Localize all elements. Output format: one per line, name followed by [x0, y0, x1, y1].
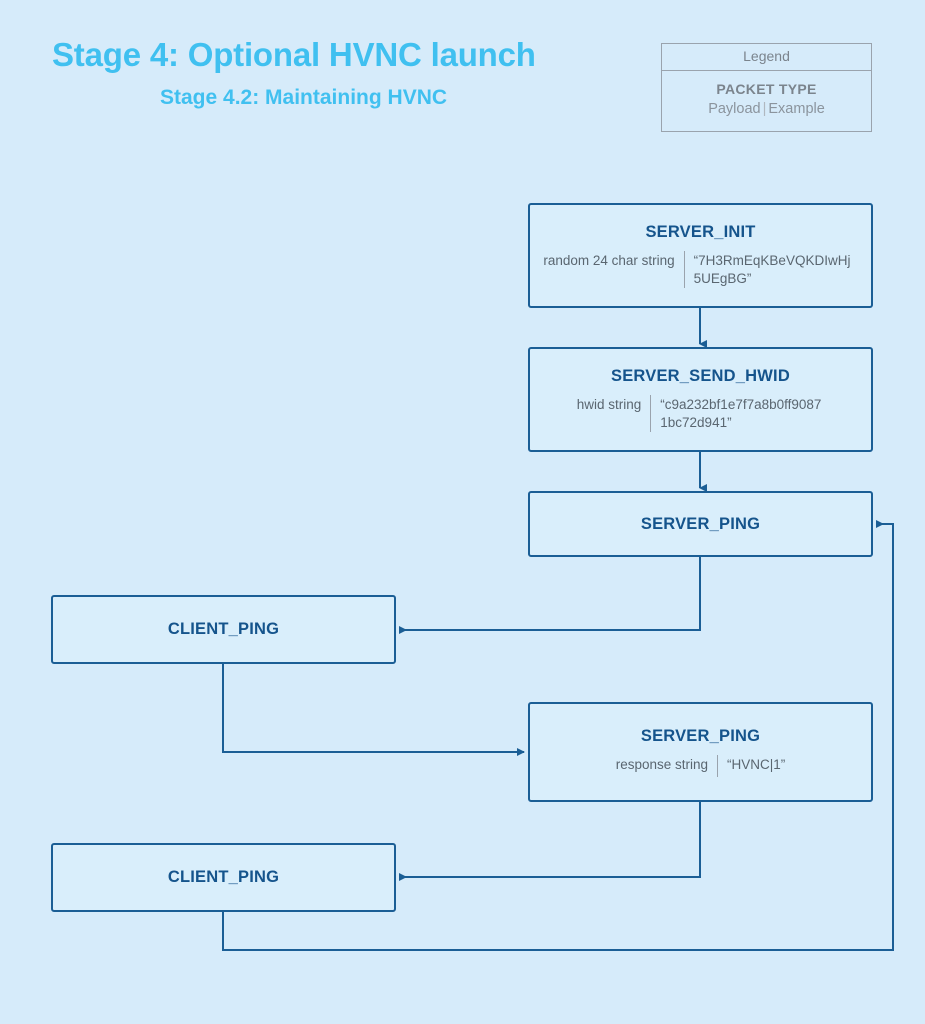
legend-separator: | — [762, 101, 767, 118]
payload-example: “HVNC|1” — [727, 757, 786, 772]
payload-example: “c9a232bf1e7f7a8b0ff90871bc72d941” — [660, 396, 822, 430]
payload-divider — [650, 394, 652, 433]
legend-packet-type: PACKET TYPE — [716, 81, 817, 98]
node-title: CLIENT_PING — [167, 620, 280, 638]
legend-payload-label: Payload — [708, 101, 761, 118]
payload-label: random 24 char string — [543, 252, 675, 268]
edge-server-ping-to-client-ping — [399, 557, 701, 634]
node-server-ping-1[interactable]: SERVER_PING — [528, 491, 873, 557]
node-client-ping-1[interactable]: CLIENT_PING — [51, 595, 396, 664]
node-payload: hwid string “c9a232bf1e7f7a8b0ff90871bc7… — [530, 394, 871, 433]
node-payload: random 24 char string “7H3RmEqKBeVQKDIwH… — [530, 250, 871, 289]
legend-payload-row: Payload|Example — [662, 99, 871, 119]
edge-loop-back-to-server-ping — [222, 520, 894, 951]
node-client-ping-2[interactable]: CLIENT_PING — [51, 843, 396, 912]
node-title: SERVER_PING — [640, 727, 761, 745]
payload-divider — [717, 755, 719, 777]
edge-client-ping-to-server-ping-response — [222, 664, 525, 756]
node-title: SERVER_SEND_HWID — [611, 366, 790, 385]
legend: Legend PACKET TYPE Payload|Example — [661, 43, 872, 132]
legend-body: PACKET TYPE Payload|Example — [662, 71, 871, 130]
node-title: SERVER_INIT — [645, 222, 756, 241]
payload-example: “7H3RmEqKBeVQKDIwHj5UEgBG” — [693, 252, 851, 286]
page-subtitle: Stage 4.2: Maintaining HVNC — [160, 86, 448, 109]
payload-label: response string — [615, 757, 709, 772]
legend-header: Legend — [662, 44, 871, 72]
node-server-send-hwid[interactable]: SERVER_SEND_HWID hwid string “c9a232bf1e… — [528, 347, 873, 452]
node-payload: response string “HVNC|1” — [530, 755, 871, 777]
legend-example-label: Example — [768, 101, 825, 118]
node-title: SERVER_PING — [640, 514, 761, 533]
node-server-init[interactable]: SERVER_INIT random 24 char string “7H3Rm… — [528, 203, 873, 308]
payload-label: hwid string — [576, 396, 642, 412]
node-server-ping-2[interactable]: SERVER_PING response string “HVNC|1” — [528, 702, 873, 802]
edge-server-ping-response-to-client-ping — [399, 802, 701, 881]
page-title: Stage 4: Optional HVNC launch — [52, 36, 536, 73]
payload-divider — [683, 250, 685, 289]
node-title: CLIENT_PING — [167, 868, 280, 886]
